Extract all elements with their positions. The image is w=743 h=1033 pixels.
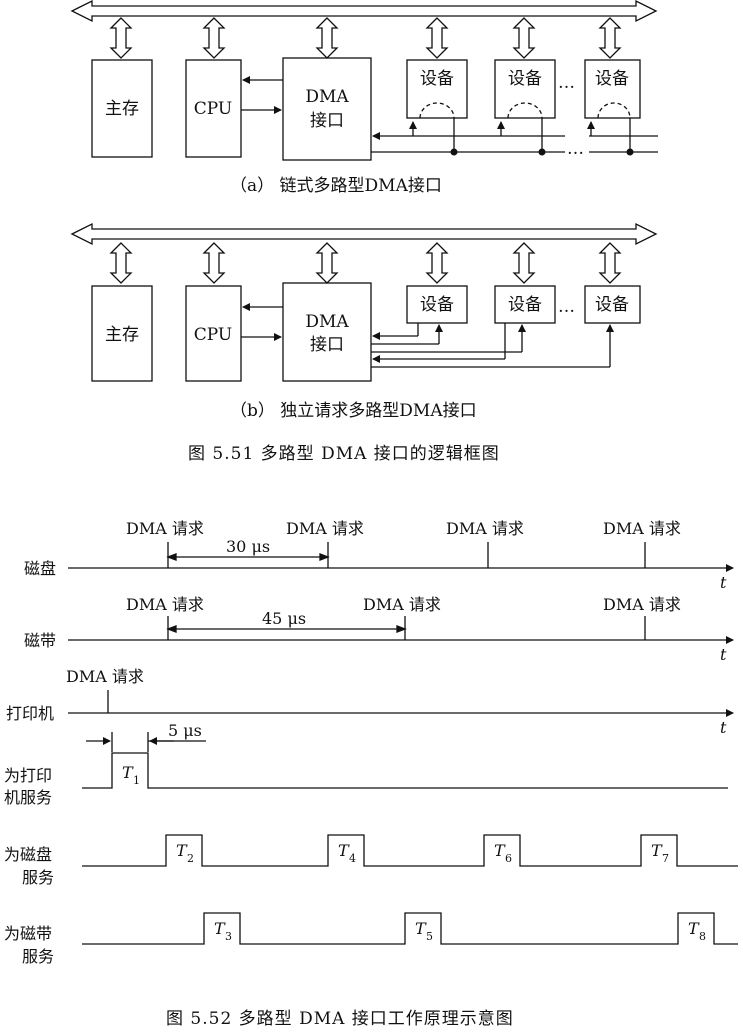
figure-552-caption: 图 5.52 多路型 DMA 接口工作原理示意图 [166,1009,514,1029]
disk-request-2: DMA 请求 [286,519,364,538]
main-memory-label-a: 主存 [105,99,139,119]
bus-connectors-b [109,242,622,284]
cpu-label-a: CPU [194,99,232,119]
device-ellipsis-a: … [558,73,575,93]
tape-request-2: DMA 请求 [363,595,441,614]
svg-text:T: T [338,841,350,860]
main-memory-box-a [91,59,153,158]
svg-text:3: 3 [225,930,232,943]
printer-service-label-1: 为打印 [4,766,52,785]
svg-text:7: 7 [662,852,669,865]
printer-service-label-2: 机服务 [4,788,52,807]
system-bus-a [70,0,658,23]
cpu-box-b [185,285,242,382]
disk-request-1: DMA 请求 [126,519,204,538]
svg-text:T: T [415,919,427,938]
svg-text:T: T [176,841,188,860]
tape-request-1: DMA 请求 [126,595,204,614]
svg-text:T: T [214,919,226,938]
timing-diagram [68,542,738,945]
disk-service-label-1: 为磁盘 [4,845,52,864]
disk-service-waveform [82,834,738,867]
device-label-b1: 设备 [420,295,454,315]
figure-a-chain-dma [70,0,658,161]
main-memory-box-b [91,285,153,382]
dma-interface-box-b [282,282,372,382]
svg-text:T: T [688,919,700,938]
svg-text:2: 2 [187,852,194,865]
caption-b: （b） 独立请求多路型DMA接口 [230,401,477,421]
device-box-a2 [494,59,556,119]
svg-text:1: 1 [133,774,140,787]
cpu-box-a [185,59,242,158]
device-label-b3: 设备 [595,295,629,315]
tape-label: 磁带 [24,631,56,650]
dma-label-a-1: DMA [305,87,349,107]
chain-ellipsis-a: … [567,139,584,159]
system-bus-b [70,222,658,246]
tape-request-3: DMA 请求 [603,595,681,614]
svg-text:T: T [122,763,134,782]
device-box-a1 [406,59,468,119]
bus-connectors-a [109,17,622,59]
device-box-a3 [584,59,641,119]
tape-service-waveform [82,912,738,945]
device-label-a3: 设备 [595,69,629,89]
svg-text:6: 6 [505,852,512,865]
device-label-a1: 设备 [420,69,454,89]
device-ellipsis-b: … [558,297,575,317]
disk-request-4: DMA 请求 [603,519,681,538]
cpu-label-b: CPU [194,325,232,345]
device-box-b3 [584,285,641,324]
dma-label-b-2: 接口 [310,335,344,355]
main-memory-label-b: 主存 [105,325,139,345]
tape-service-label-1: 为磁带 [4,924,52,943]
tape-t-axis: t [720,645,727,664]
svg-text:5: 5 [426,930,433,943]
svg-text:T: T [494,841,506,860]
svg-text:T: T [651,841,663,860]
dma-interface-box-a [282,57,372,161]
tape-service-label-2: 服务 [22,947,54,966]
device-label-a2: 设备 [508,69,542,89]
svg-text:8: 8 [699,930,706,943]
figure-b-independent-dma [70,222,658,382]
disk-service-label-2: 服务 [22,868,54,887]
device-box-b2 [494,285,556,324]
caption-a: （a） 链式多路型DMA接口 [230,176,442,196]
printer-label: 打印机 [6,704,54,723]
tape-interval: 45 μs [262,609,306,628]
dma-label-b-1: DMA [305,312,349,332]
device-box-b1 [406,285,468,324]
disk-t-axis: t [720,573,727,592]
device-label-b2: 设备 [508,295,542,315]
printer-service-waveform [82,752,728,789]
svg-text:4: 4 [349,852,356,865]
printer-interval: 5 μs [168,721,202,740]
figure-551-caption: 图 5.51 多路型 DMA 接口的逻辑框图 [188,444,500,464]
dma-label-a-2: 接口 [310,111,344,131]
printer-request: DMA 请求 [66,667,144,686]
disk-label: 磁盘 [24,559,56,578]
disk-interval: 30 μs [226,537,270,556]
disk-request-3: DMA 请求 [446,519,524,538]
printer-t-axis: t [720,718,727,737]
